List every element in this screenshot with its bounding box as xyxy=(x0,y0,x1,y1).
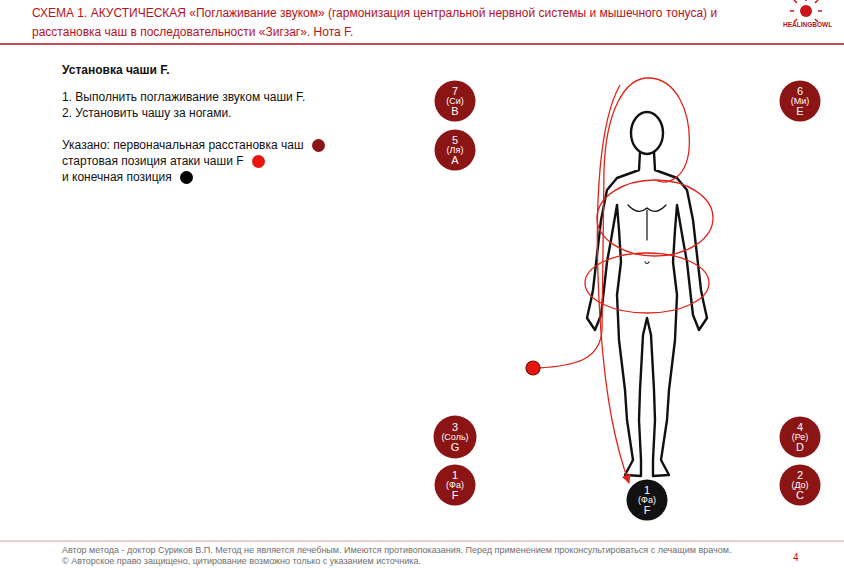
note-letter: A xyxy=(451,155,458,166)
bowl-number: 4 xyxy=(797,422,803,433)
bowl-disc xyxy=(780,465,821,506)
bowl-label: 4(Ре)D xyxy=(779,416,821,458)
legend-text: и конечная позиция xyxy=(62,170,172,184)
abdomen-loop xyxy=(585,253,709,313)
bowl-disc xyxy=(780,417,821,458)
bowl-number: 7 xyxy=(452,86,458,97)
bowl-label: 7(Си)B xyxy=(434,80,476,122)
logo-sun xyxy=(790,0,822,22)
note-letter: E xyxy=(796,106,803,117)
step-text: 2. Установить чашу за ногами. xyxy=(62,106,231,120)
legend-item: и конечная позиция xyxy=(62,169,325,185)
logo-sun-rays xyxy=(790,0,822,22)
bowl-circle: 2(До)C xyxy=(779,464,821,506)
bowl-number: 5 xyxy=(452,135,458,146)
bowl-disc xyxy=(780,81,821,122)
legend-item: стартовая позиция атаки чаши F xyxy=(62,153,325,169)
footer-rule xyxy=(0,541,844,542)
bowl-label: 5(Ля)A xyxy=(434,129,476,171)
page-title: СХЕМА 1. АКУСТИЧЕСКАЯ «Поглаживание звук… xyxy=(32,4,732,42)
bowl-label: 6(Ми)E xyxy=(779,80,821,122)
header-rule xyxy=(0,43,844,45)
bowl-circle: 5(Ля)A xyxy=(434,129,476,171)
bowl-number: 1 xyxy=(452,470,458,481)
start-dot xyxy=(526,361,540,375)
bowl-number: 1 xyxy=(644,485,650,496)
footer-copyright: © Авторское право защищено, цитирование … xyxy=(62,556,421,566)
bowl-label: 1(Фа)F xyxy=(434,464,476,506)
logo-sun-disc xyxy=(800,5,812,17)
move-arrow xyxy=(597,85,629,483)
bowl-circle: 3(Соль)G xyxy=(433,415,477,459)
bowl-disc xyxy=(435,81,476,122)
note-name: (Ля) xyxy=(447,146,464,155)
bowl-circle: 1(Фа)F xyxy=(626,479,668,521)
stroke-path xyxy=(538,78,689,368)
legend-item: Указано: первоначальная расстановка чаш xyxy=(62,137,325,153)
legend-text: стартовая позиция атаки чаши F xyxy=(62,154,244,168)
note-letter: F xyxy=(644,505,651,516)
note-letter: F xyxy=(452,490,459,501)
legend-swatch xyxy=(312,139,325,152)
bowl-circle: 6(Ми)E xyxy=(779,80,821,122)
note-name: (Ми) xyxy=(791,97,810,106)
bowl-number: 6 xyxy=(797,86,803,97)
note-letter: B xyxy=(451,106,458,117)
bowl-disc xyxy=(435,465,476,506)
note-name: (Си) xyxy=(446,97,464,106)
legend-swatch xyxy=(252,155,265,168)
chest-loop xyxy=(597,180,713,256)
bowl-label: 2(До)C xyxy=(779,464,821,506)
note-name: (Соль) xyxy=(441,433,468,442)
logo-text: HEALINGBOWL xyxy=(783,21,832,28)
note-letter: C xyxy=(796,490,804,501)
bowl-disc xyxy=(435,130,476,171)
bowl-disc xyxy=(434,416,477,459)
bowl-number: 3 xyxy=(452,422,458,433)
bowl-label: 3(Соль)G xyxy=(433,415,477,459)
note-letter: D xyxy=(796,442,804,453)
legend: Указано: первоначальная расстановка чаш с… xyxy=(62,137,325,185)
page-number: 4 xyxy=(793,552,799,563)
note-letter: G xyxy=(451,442,460,453)
legend-swatch xyxy=(180,171,193,184)
footer-note: Автор метода - доктор Суриков В.П. Метод… xyxy=(62,545,731,555)
human-figure xyxy=(587,112,707,476)
bowl-disc xyxy=(627,480,668,521)
note-name: (Фа) xyxy=(446,481,464,490)
bowl-circle: 7(Си)B xyxy=(434,80,476,122)
section-heading: Установка чаши F. xyxy=(62,63,170,77)
note-name: (До) xyxy=(791,481,808,490)
bowl-number: 2 xyxy=(797,470,803,481)
sound-path xyxy=(538,78,713,483)
chest-lines xyxy=(628,205,666,264)
bowl-circle: 4(Ре)D xyxy=(779,416,821,458)
bowl-circle: 1(Фа)F xyxy=(434,464,476,506)
body-outline xyxy=(587,152,707,476)
head xyxy=(631,112,663,154)
note-name: (Ре) xyxy=(792,433,809,442)
legend-text: Указано: первоначальная расстановка чаш xyxy=(62,138,304,152)
step-text: 1. Выполнить поглаживание звуком чаши F. xyxy=(62,90,305,104)
note-name: (Фа) xyxy=(638,496,656,505)
bowl-label: 1(Фа)F xyxy=(626,479,668,521)
